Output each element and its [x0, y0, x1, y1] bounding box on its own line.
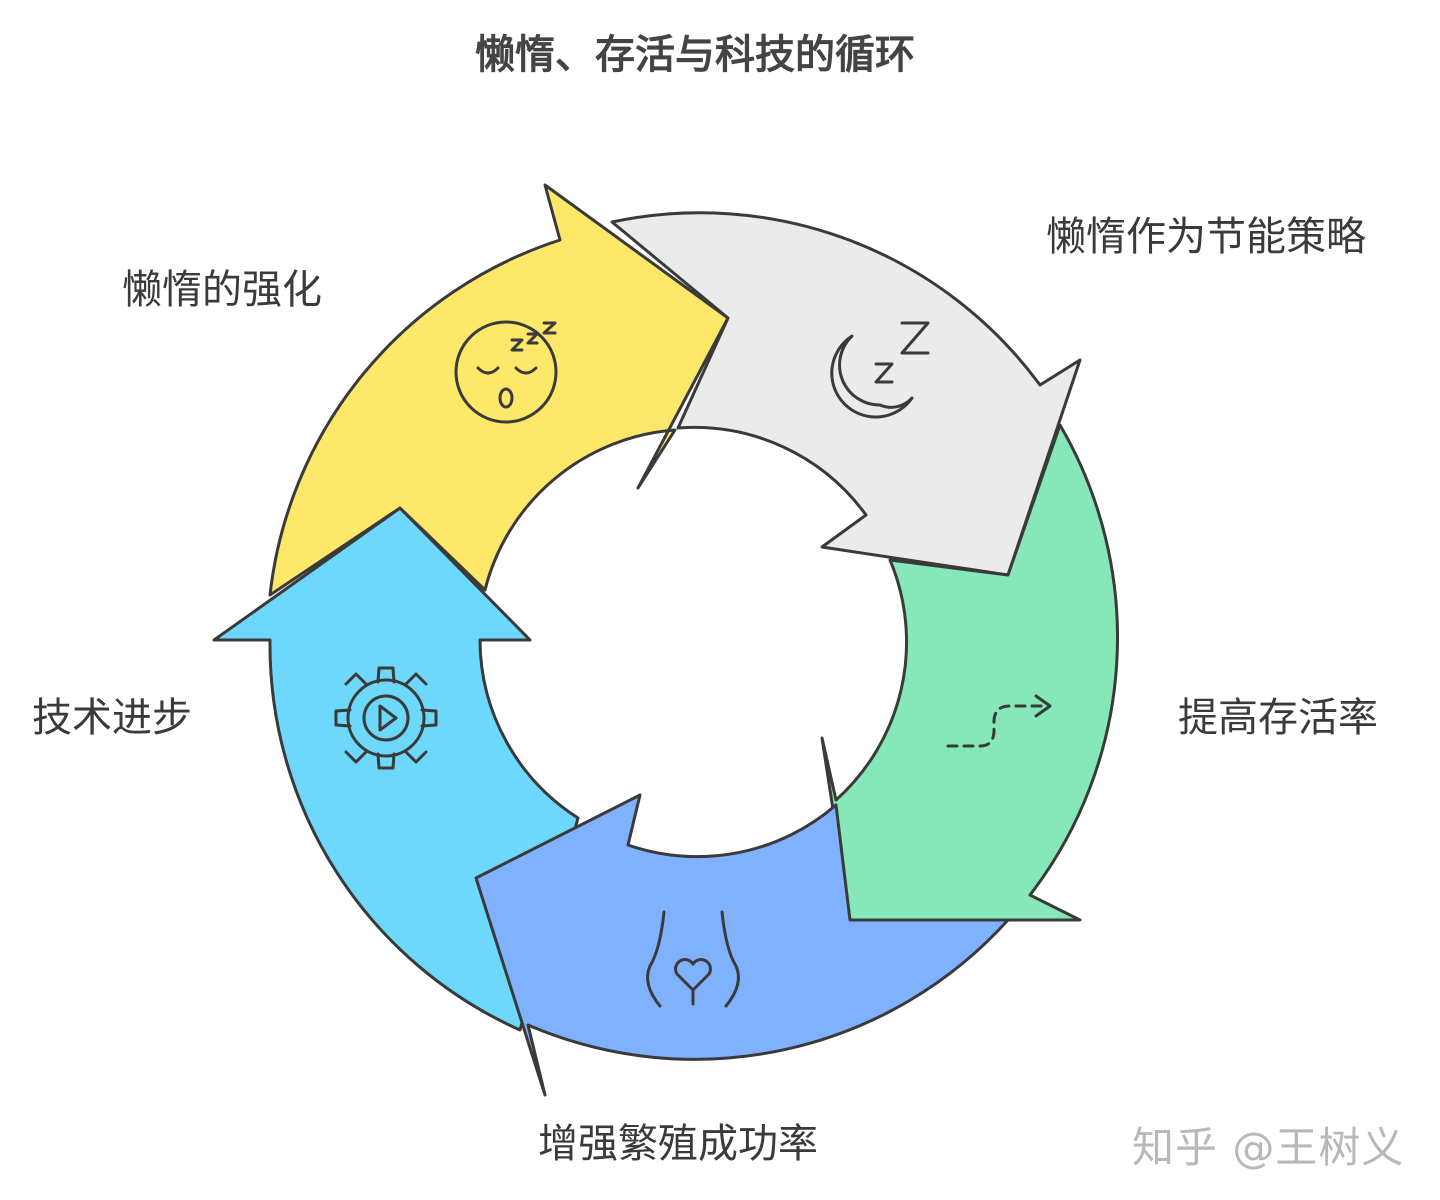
moon-sleep-icon — [830, 321, 930, 419]
segment-survival-rate — [820, 423, 1119, 922]
segment-energy-saving — [610, 211, 1082, 577]
dashed-path-arrow-icon — [946, 694, 1052, 748]
label-survival-rate: 提高存活率 — [1178, 695, 1378, 741]
label-laziness-reinforced: 懒惰的强化 — [122, 267, 322, 313]
fertility-heart-icon — [646, 910, 740, 1008]
sleeping-face-icon — [454, 320, 558, 424]
segment-reproduction — [474, 793, 1010, 1097]
segment-laziness-reinforced — [268, 183, 730, 597]
label-energy-saving: 懒惰作为节能策略 — [1046, 214, 1366, 260]
gear-play-icon — [334, 666, 438, 770]
watermark: 知乎 @王树义 — [1132, 1123, 1405, 1172]
label-tech-progress: 技术进步 — [32, 695, 192, 741]
label-reproduction: 增强繁殖成功率 — [538, 1121, 818, 1167]
diagram-title: 懒惰、存活与科技的循环 — [475, 32, 915, 78]
